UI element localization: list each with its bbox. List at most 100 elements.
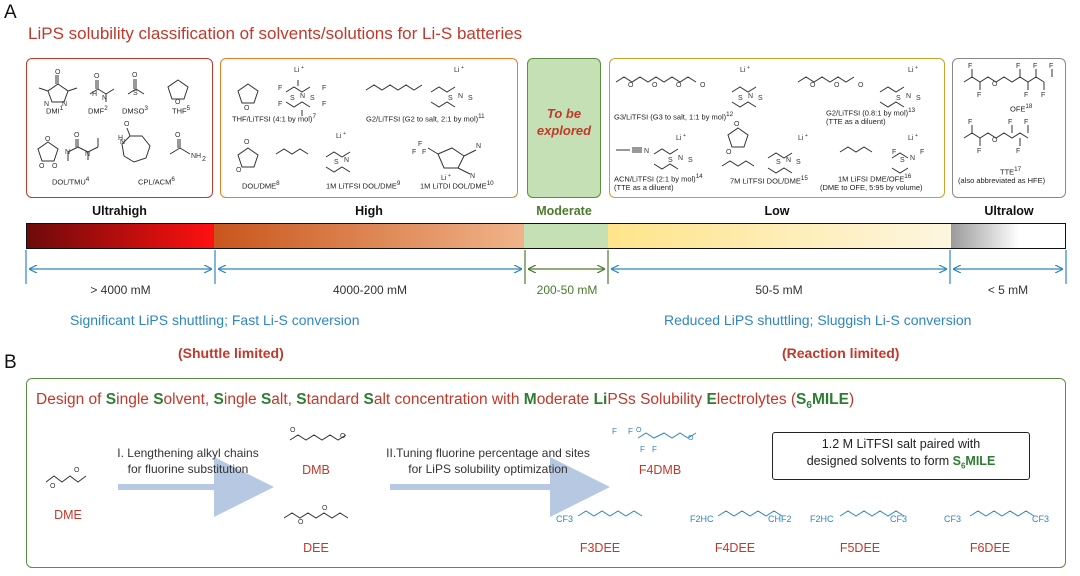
svg-text:+: + [448, 173, 451, 179]
ofe-label: OFE18 [1010, 103, 1033, 114]
svg-text:NH: NH [191, 153, 201, 160]
svg-text:N: N [120, 139, 125, 146]
svg-text:H: H [118, 135, 123, 142]
svg-text:+: + [747, 65, 750, 71]
shuttle-limited-label: (Shuttle limited) [178, 345, 284, 361]
solvent-dme: DME [54, 508, 82, 522]
svg-text:N: N [102, 95, 107, 102]
svg-text:F: F [920, 149, 924, 156]
dol-dme-label: DOL/DME8 [242, 180, 280, 191]
to-be-explored-text: To be explored [536, 106, 592, 138]
svg-text:F: F [278, 85, 282, 92]
design-title-part: S [296, 391, 307, 408]
svg-text:O: O [992, 137, 998, 144]
svg-text:O: O [340, 433, 346, 440]
f4dmb-f1: F [612, 427, 617, 436]
svg-text:O: O [175, 132, 181, 139]
design-title-part: S [796, 391, 807, 408]
dol-tmu-label: DOL/TMU4 [52, 176, 90, 187]
svg-text:Li: Li [336, 133, 342, 140]
hfe-label: (also abbreviated as HFE) [958, 176, 1046, 185]
design-title-part: MILE [811, 391, 849, 408]
design-title-part: S [260, 391, 272, 408]
design-title-part: ingle [223, 391, 261, 408]
svg-text:O: O [74, 467, 80, 474]
svg-text:F: F [968, 63, 972, 70]
note-left: Significant LiPS shuttling; Fast Li-S co… [70, 312, 360, 328]
svg-text:N: N [644, 148, 649, 155]
svg-text:+: + [461, 65, 464, 71]
moderate-label: Moderate [536, 204, 592, 218]
ultrahigh-range: > 4000 mM [90, 283, 151, 297]
svg-text:O: O [236, 167, 242, 174]
design-title-part: E [706, 391, 717, 408]
svg-text:+: + [683, 133, 686, 139]
svg-text:N: N [62, 101, 67, 108]
dmf-label: DMF2 [88, 105, 108, 116]
f5dee-cf3: CF3 [890, 514, 908, 524]
svg-text:S: S [310, 95, 315, 102]
litdi-dol-dme-label: 1M LiTDI DOL/DME10 [420, 180, 494, 191]
svg-text:F: F [412, 149, 416, 156]
svg-text:F: F [968, 119, 972, 126]
high-box [220, 58, 518, 198]
svg-text:Li: Li [908, 135, 914, 142]
svg-text:H: H [92, 91, 97, 98]
high-range: 4000-200 mM [332, 283, 408, 297]
svg-text:F: F [1016, 148, 1020, 155]
design-title-part: Design of [36, 391, 106, 408]
svg-text:+: + [915, 133, 918, 139]
f4dmb-f3: F [640, 445, 645, 454]
svg-text:S: S [290, 95, 295, 102]
dmi-label: DMI1 [46, 105, 64, 116]
svg-text:F: F [418, 141, 422, 148]
low-box [609, 58, 945, 198]
solvent-dee: DEE [303, 541, 329, 555]
svg-text:N: N [470, 173, 475, 180]
svg-text:N: N [458, 93, 463, 100]
g2-litfsi-label: G2/LiTFSI (G2 to salt, 2:1 by mol)11 [366, 113, 485, 124]
svg-text:N: N [300, 93, 305, 100]
svg-text:S: S [796, 159, 801, 166]
svg-text:O: O [676, 82, 682, 89]
svg-text:O: O [244, 139, 250, 146]
svg-text:O: O [636, 427, 642, 434]
svg-text:O: O [700, 82, 706, 89]
svg-text:N: N [910, 155, 915, 162]
svg-text:O: O [244, 105, 250, 112]
svg-text:O: O [39, 163, 45, 170]
f6dee-cf3-left: CF3 [944, 514, 962, 524]
acn-tte-diluent-label: (TTE as a diluent) [614, 183, 674, 192]
ultralow-label: Ultralow [984, 204, 1034, 218]
svg-text:O: O [55, 69, 61, 76]
solvent-f5dee: F5DEE [839, 541, 881, 555]
design-title-part: ingle [116, 391, 154, 408]
g2-tte-diluent-label: (TTE as a diluent) [826, 117, 886, 126]
svg-text:Li: Li [740, 67, 746, 74]
svg-text:S: S [916, 95, 921, 102]
svg-text:S: S [738, 95, 743, 102]
f4dmb-f2: F [628, 427, 633, 436]
litfsi-dol-dme-label: 1M LiTFSI DOL/DME9 [326, 180, 401, 191]
svg-text:F: F [422, 149, 426, 156]
solvent-f4dmb: F4DMB [638, 463, 682, 477]
svg-text:F: F [278, 101, 282, 108]
svg-text:F: F [1008, 119, 1012, 126]
svg-text:Li: Li [454, 67, 460, 74]
thf-label: THF5 [172, 105, 191, 116]
f3dee-cf3: CF3 [556, 514, 574, 524]
panel-a-letter: A [4, 2, 17, 23]
high-label: High [355, 204, 383, 218]
low-range: 50-5 mM [755, 283, 803, 297]
svg-text:O: O [726, 149, 732, 156]
range-arrows [25, 250, 1067, 284]
litfsi-7m-label: 7M LiTFSI DOL/DME15 [730, 175, 808, 186]
solubility-gradient-bar [26, 223, 1066, 249]
svg-text:O: O [834, 82, 840, 89]
panel-a-title: LiPS solubility classification of solven… [28, 24, 523, 43]
lifsi-dme-ofe-label: 1M LiFSI DME/OFE16 [838, 173, 912, 184]
svg-text:+: + [915, 65, 918, 71]
design-title-part: PSs Sol [607, 391, 663, 408]
